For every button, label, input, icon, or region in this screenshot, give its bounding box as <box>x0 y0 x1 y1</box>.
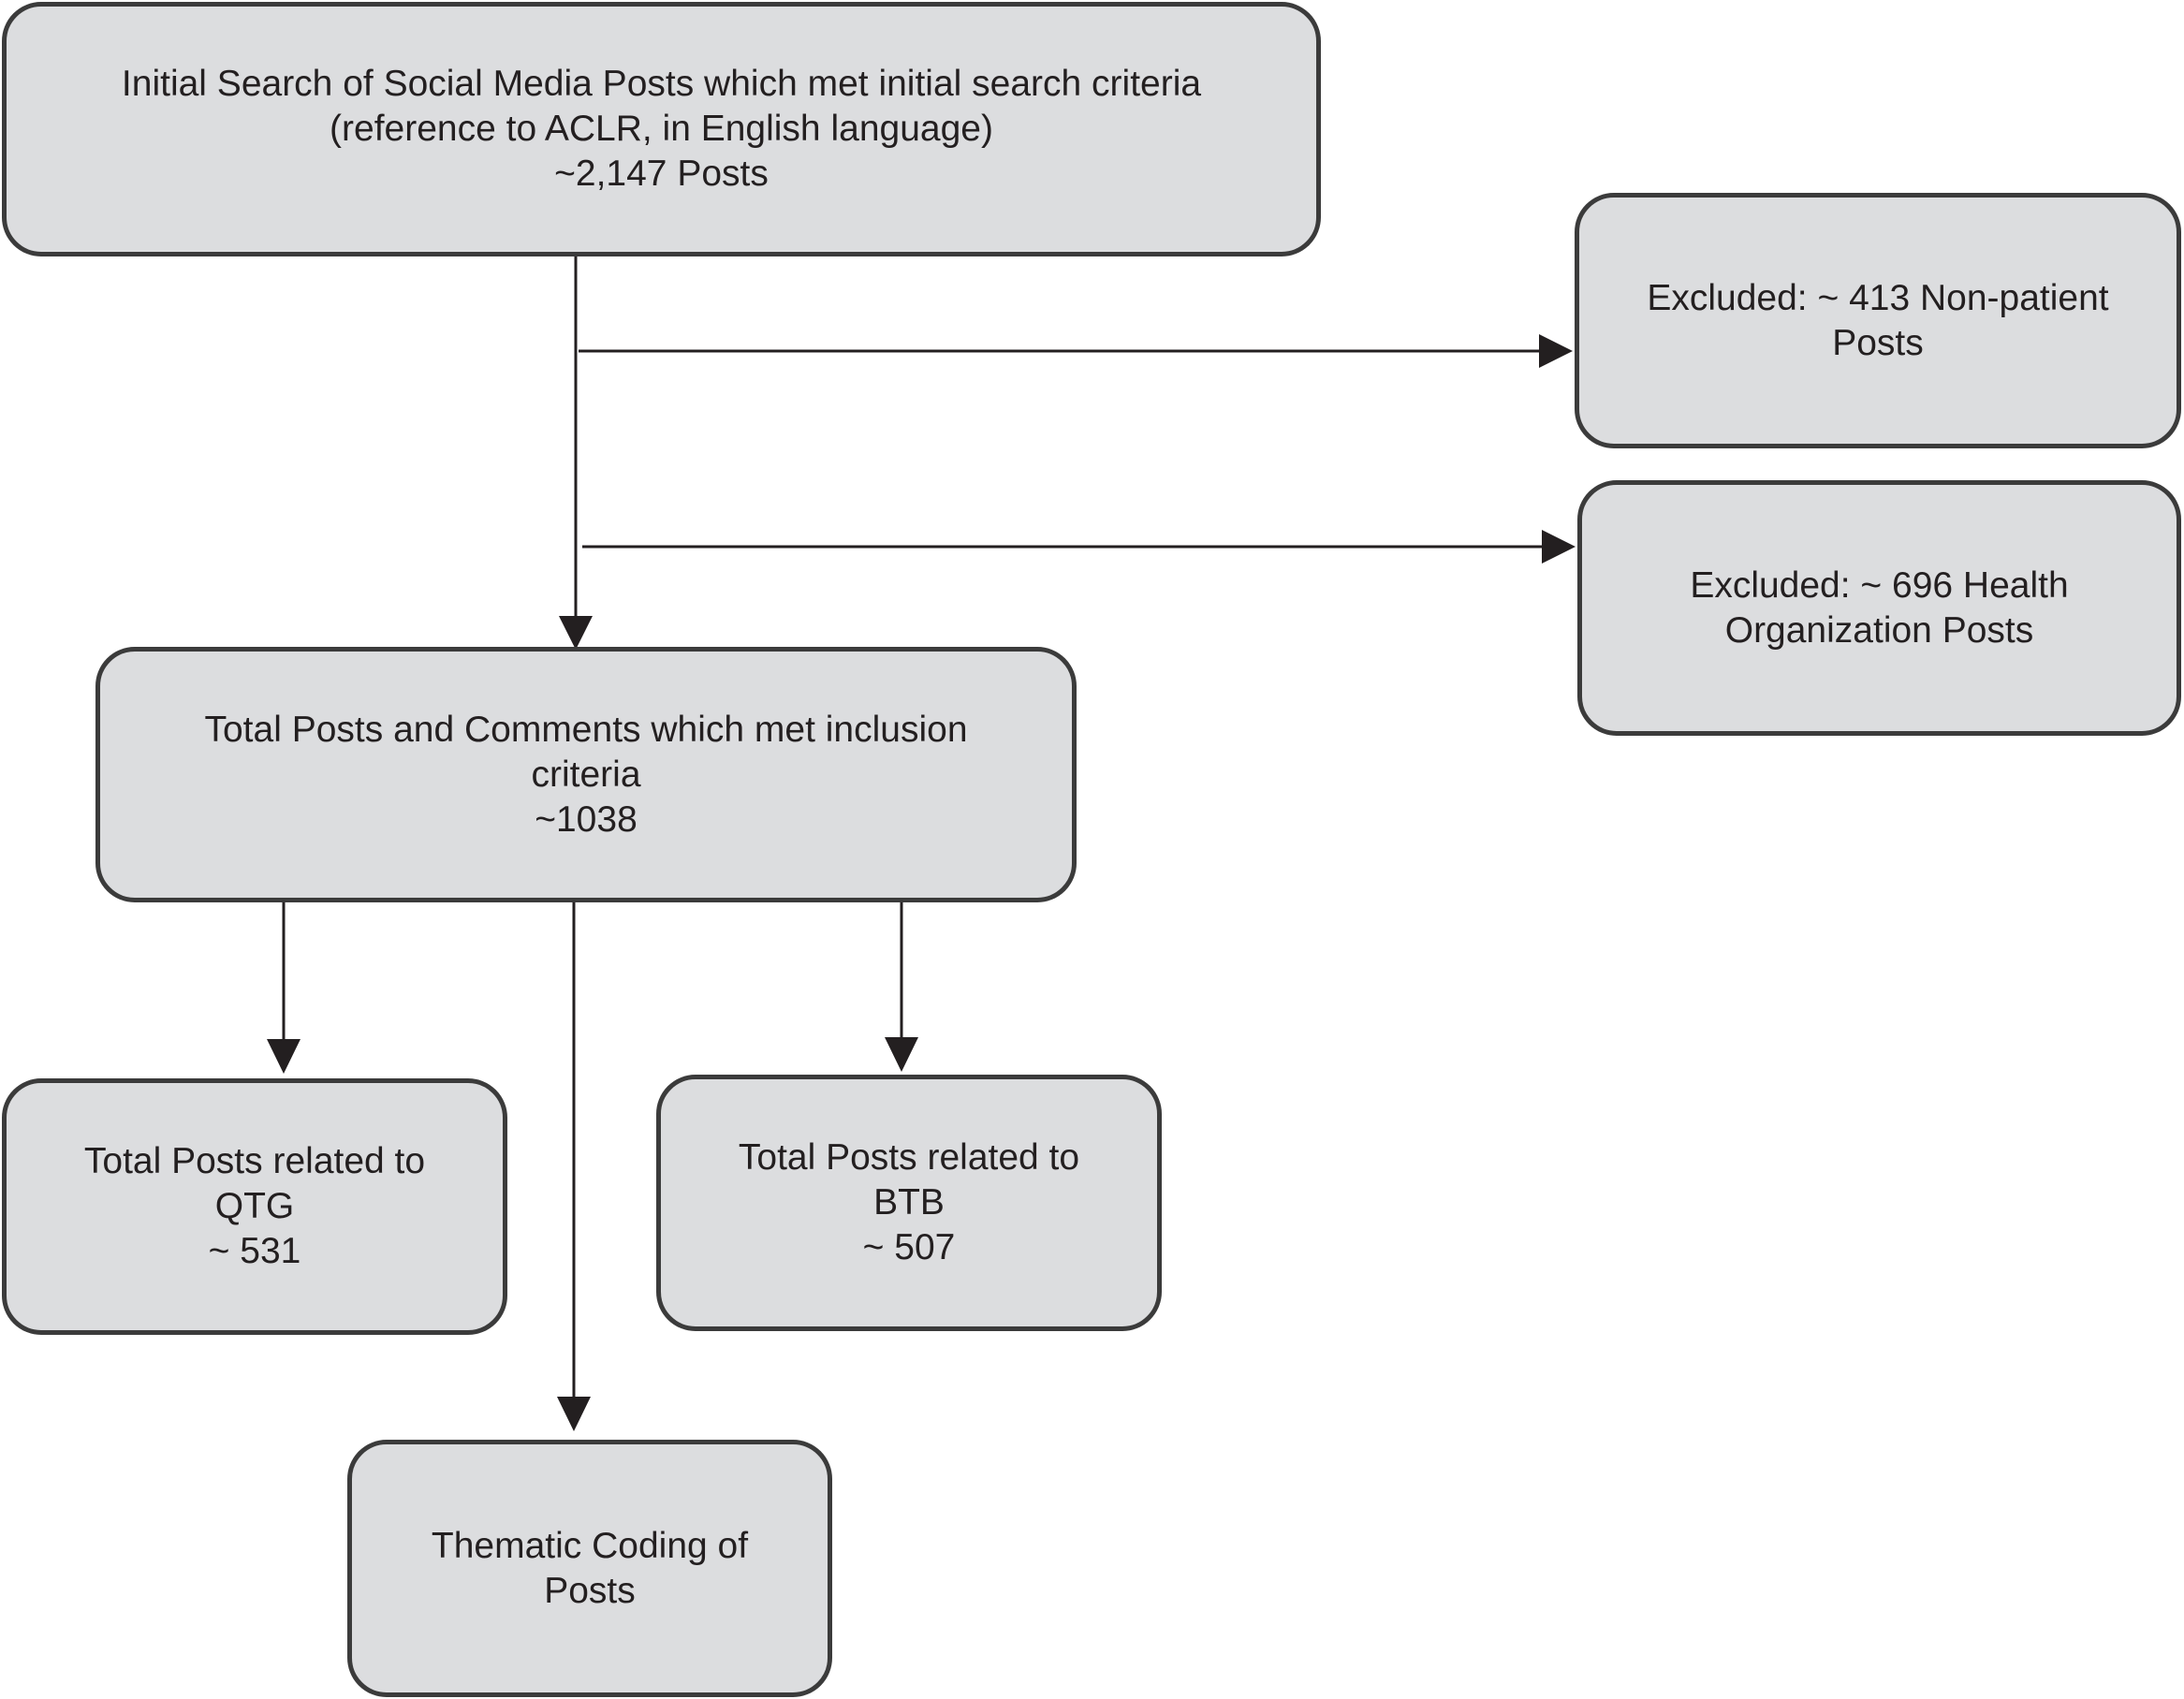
excluded-non-patient-line-1: Excluded: ~ 413 Non-patient <box>1647 277 2109 318</box>
qtg-posts-line-1: Total Posts related to <box>83 1141 426 1181</box>
total-inclusion-line-2: criteria <box>531 754 641 795</box>
thematic-coding-line-2: Posts <box>544 1570 636 1611</box>
btb-posts-count: ~ 507 <box>862 1227 956 1267</box>
btb-posts-line-1: Total Posts related to <box>738 1137 1080 1178</box>
excluded-non-patient-line-2: Posts <box>1832 322 1924 363</box>
arrowhead-excluded-non-patient <box>1539 334 1573 368</box>
total-inclusion-line-1: Total Posts and Comments which met inclu… <box>204 709 968 750</box>
total-inclusion-count: ~1038 <box>535 798 638 840</box>
excluded-health-org-box: Excluded: ~ 696 Health Organization Post… <box>1577 480 2181 736</box>
arrowhead-thematic-coding <box>557 1397 591 1431</box>
initial-search-box: Initial Search of Social Media Posts whi… <box>2 2 1321 256</box>
initial-search-count: ~2,147 Posts <box>554 154 769 194</box>
thematic-coding-line-1: Thematic Coding of <box>431 1525 749 1566</box>
excluded-health-org-line-1: Excluded: ~ 696 Health <box>1690 564 2069 606</box>
btb-posts-line-2: BTB <box>873 1182 945 1223</box>
arrowhead-excluded-health-org <box>1542 530 1576 564</box>
excluded-health-org-line-2: Organization Posts <box>1724 609 2034 651</box>
qtg-posts-count: ~ 531 <box>208 1231 301 1271</box>
arrowhead-qtg <box>267 1039 300 1074</box>
initial-search-line-2: (reference to ACLR, in English language) <box>330 109 993 149</box>
arrowhead-btb <box>885 1037 918 1072</box>
thematic-coding-box: Thematic Coding of Posts <box>347 1440 832 1697</box>
arrowhead-inclusion <box>559 616 593 650</box>
total-inclusion-box: Total Posts and Comments which met inclu… <box>95 647 1077 902</box>
excluded-non-patient-box: Excluded: ~ 413 Non-patient Posts <box>1575 193 2181 448</box>
initial-search-line-1: Initial Search of Social Media Posts whi… <box>121 64 1202 104</box>
qtg-posts-line-2: QTG <box>214 1186 295 1226</box>
btb-posts-box: Total Posts related to BTB ~ 507 <box>656 1075 1162 1331</box>
qtg-posts-box: Total Posts related to QTG ~ 531 <box>2 1078 507 1335</box>
